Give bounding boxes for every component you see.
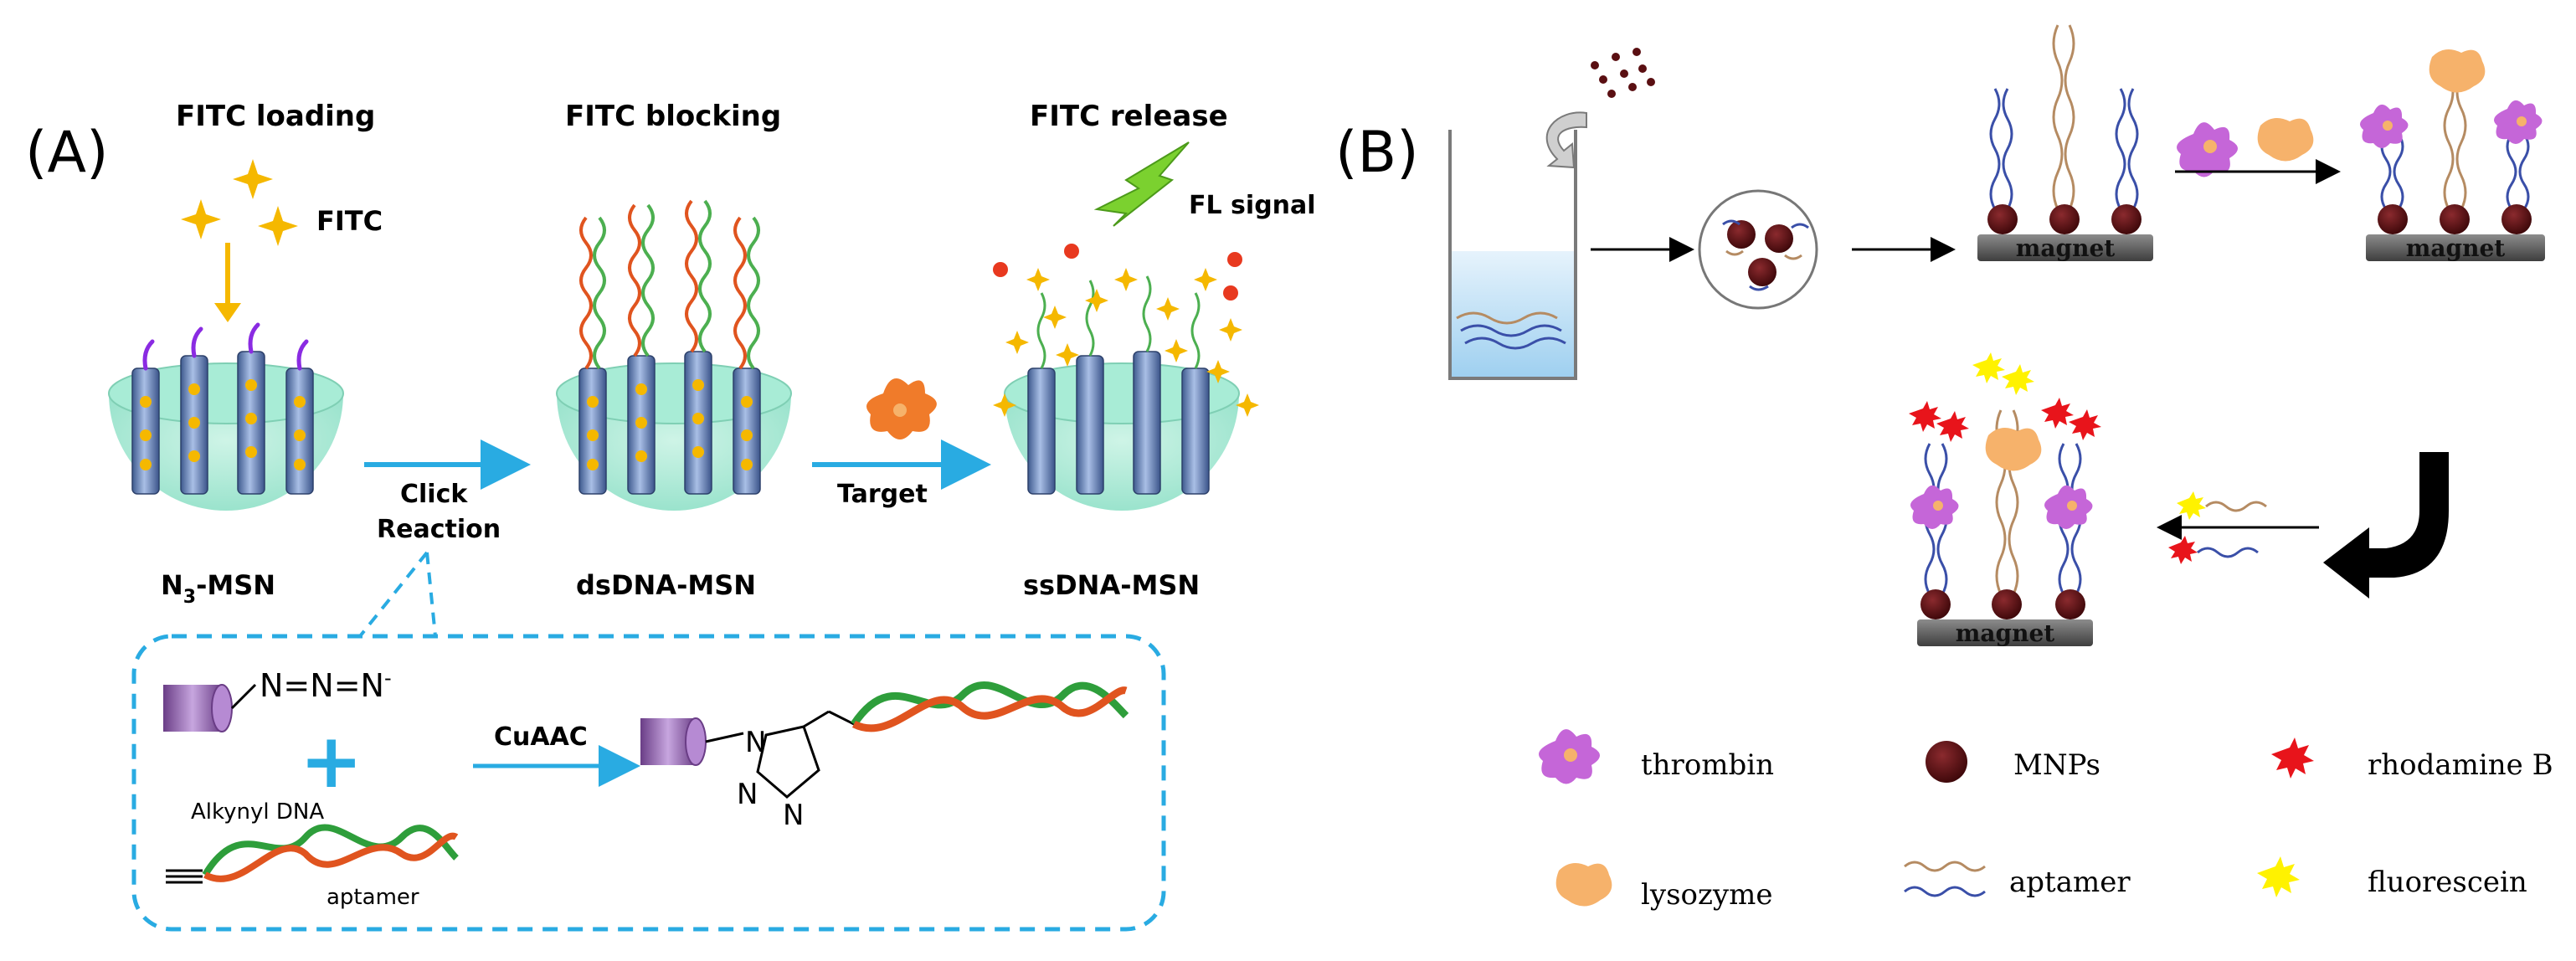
triazole-n3: N	[783, 799, 804, 832]
triazole-cylinder-icon	[640, 717, 707, 766]
click-label: Click	[400, 480, 468, 509]
lysozyme-icon	[1555, 863, 1612, 907]
fitc-label: FITC	[316, 205, 383, 237]
legend-item-fluorescein: fluorescein	[2257, 856, 2527, 899]
fl-signal-icon	[1093, 141, 1190, 227]
legend-label-rhodamine: rhodamine B	[2368, 748, 2553, 782]
triazole-n1: N	[745, 726, 766, 759]
target-label: Target	[837, 480, 928, 509]
azide-bond	[230, 683, 257, 710]
ssdna-msn-label: ssDNA-MSN	[1023, 569, 1200, 601]
cuaac-label: CuAAC	[494, 722, 588, 752]
triazole-n2: N	[737, 778, 758, 811]
legend-label-fluorescein: fluorescein	[2368, 866, 2527, 899]
loading-arrow-head	[214, 303, 241, 322]
inset-pointer	[358, 551, 437, 638]
msn-particle-ss	[993, 244, 1259, 511]
panel-b-label: (B)	[1335, 120, 1419, 186]
magnet-label-1: magnet	[2016, 234, 2116, 262]
legend-item-aptamer: aptamer	[1904, 861, 2131, 899]
probe-icon	[2168, 491, 2267, 564]
legend-item-rhodamine: rhodamine B	[2271, 737, 2553, 782]
mnp-aptamer-complex	[1698, 189, 1818, 310]
aptamer-inset-label: aptamer	[326, 885, 419, 910]
azide-label: N=N=N-	[260, 666, 392, 704]
n3-msn-label: N3-MSN	[161, 569, 275, 608]
target-icon	[866, 378, 937, 439]
beaker-icon	[1448, 130, 1577, 380]
legend: thrombin MNPs rhodamine B lysozyme aptam…	[1539, 729, 2553, 912]
thrombin-lysozyme-icon	[2177, 118, 2314, 177]
fitc-stars-icon	[181, 159, 298, 246]
aptamer-icon	[1904, 861, 1986, 872]
legend-item-lysozyme: lysozyme	[1555, 863, 1772, 912]
panel-a: (A) FITC loading FITC blocking FITC rele…	[25, 100, 1316, 932]
alkyne-icon	[166, 869, 203, 884]
msn-particle-ds	[556, 199, 792, 511]
return-arrow-icon	[2323, 452, 2449, 599]
triazole-ring-icon	[705, 710, 855, 799]
magnet-label-2: magnet	[2406, 234, 2506, 262]
title-fitc-blocking: FITC blocking	[565, 100, 781, 133]
azide-cylinder-icon	[163, 684, 233, 732]
fluorescein-icon	[2257, 856, 2300, 897]
magnet-detection: magnet	[1909, 352, 2101, 647]
alkynyl-dna-helix	[202, 824, 459, 882]
title-fitc-loading: FITC loading	[176, 100, 375, 133]
legend-label-lysozyme: lysozyme	[1641, 878, 1772, 912]
magnet-capture-1: magnet	[1977, 24, 2153, 262]
reaction-label: Reaction	[377, 515, 501, 544]
legend-label-aptamer: aptamer	[2009, 866, 2131, 899]
fl-signal-label: FL signal	[1189, 191, 1316, 220]
panel-a-label: (A)	[25, 120, 109, 186]
plus-sign: +	[300, 717, 362, 805]
legend-label-thrombin: thrombin	[1641, 748, 1774, 782]
alkynyl-dna-label: Alkynyl DNA	[191, 799, 324, 825]
pour-arrow-icon	[1545, 111, 1587, 169]
mnp-dots-icon	[1591, 48, 1655, 98]
panel-b: (B)	[1335, 24, 2553, 912]
mnp-icon	[1926, 741, 1967, 783]
legend-label-mnps: MNPs	[2013, 748, 2100, 782]
released-fitc-icon	[993, 268, 1259, 417]
dsdna-msn-label: dsDNA-MSN	[576, 569, 756, 601]
msn-particle-n3	[108, 322, 344, 511]
click-chemistry-inset	[131, 634, 1166, 932]
rhodamine-icon	[2271, 737, 2314, 779]
legend-item-mnps: MNPs	[1926, 741, 2100, 783]
magnet-label-3: magnet	[1956, 619, 2055, 647]
title-fitc-release: FITC release	[1030, 100, 1228, 133]
target-bound-icon	[993, 244, 1242, 301]
magnet-capture-2: magnet	[2360, 49, 2545, 262]
legend-item-thrombin: thrombin	[1539, 729, 1774, 784]
product-dna-helix	[851, 681, 1129, 732]
